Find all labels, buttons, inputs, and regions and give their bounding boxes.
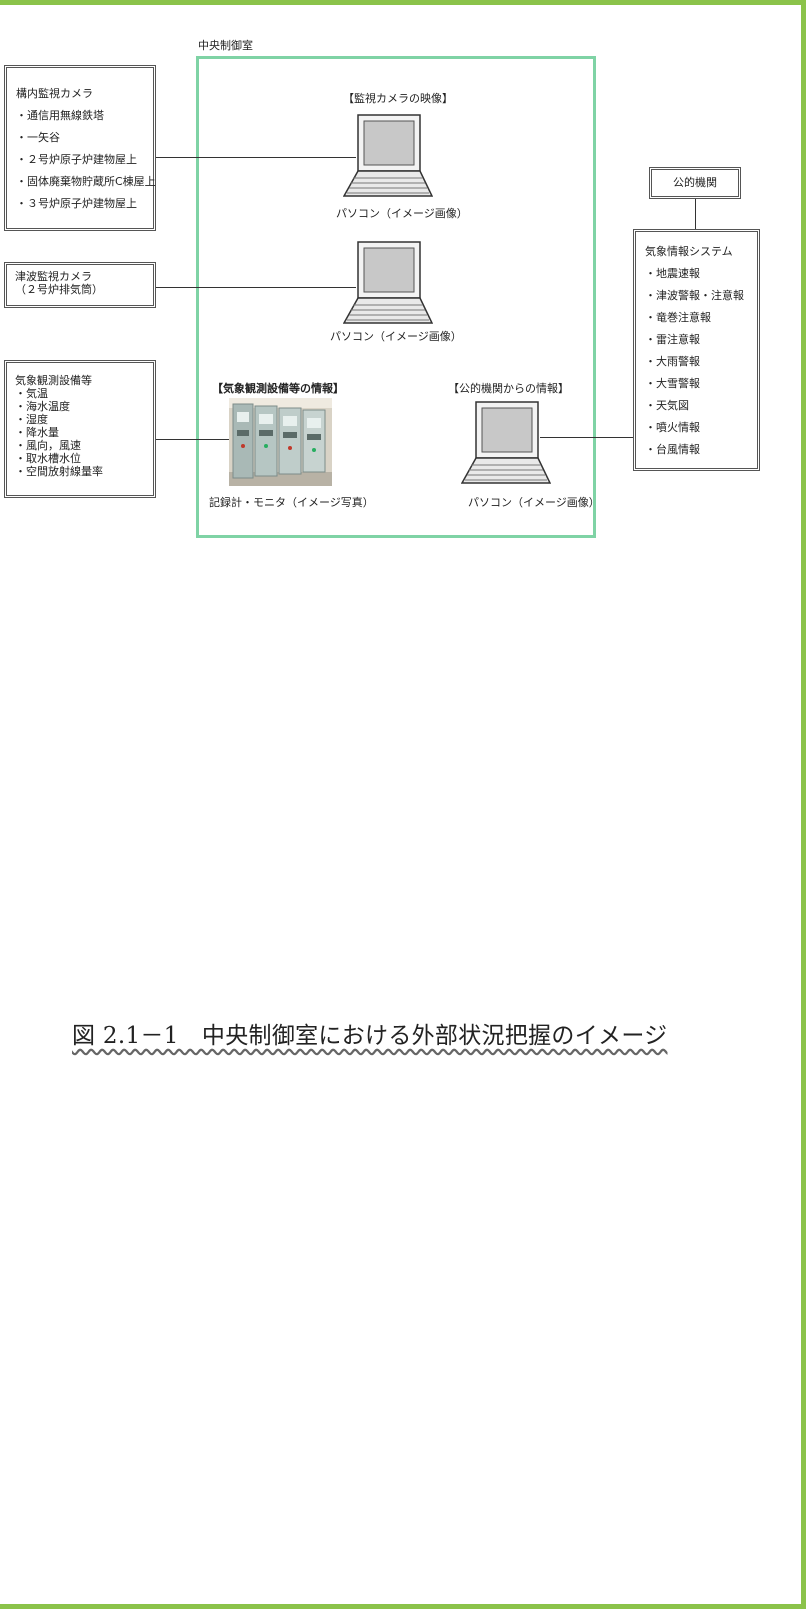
list-item: ・一矢谷 xyxy=(16,131,60,144)
tsunami-pc-label: パソコン（イメージ画像） xyxy=(330,330,462,343)
list-item: ・気温 xyxy=(15,387,48,400)
recorder-monitor-photo xyxy=(229,398,332,486)
list-item: ・大雪警報 xyxy=(645,377,700,390)
weather-system-box: 気象情報システム ・地震速報 ・津波警報・注意報 ・竜巻注意報 ・雷注意報 ・大… xyxy=(633,229,760,471)
weather-equipment-box: 気象観測設備等 ・気温 ・海水温度 ・湿度 ・降水量 ・風向，風速 ・取水槽水位… xyxy=(4,360,156,498)
list-item: ・降水量 xyxy=(15,426,59,439)
list-item: ・固体廃棄物貯蔵所C棟屋上 xyxy=(16,175,156,188)
list-item: ・大雨警報 xyxy=(645,355,700,368)
public-agency-box: 公的機関 xyxy=(649,167,741,199)
connector-tsunami-camera xyxy=(156,287,356,288)
control-room-boundary xyxy=(196,56,596,538)
list-item: ・取水槽水位 xyxy=(15,452,81,465)
onsite-camera-title: 構内監視カメラ xyxy=(16,87,93,100)
laptop-icon xyxy=(343,114,433,197)
weather-system-title: 気象情報システム xyxy=(645,245,733,258)
camera-heading: 【監視カメラの映像】 xyxy=(343,92,453,105)
camera-pc-label: パソコン（イメージ画像） xyxy=(336,207,468,220)
list-item: ・噴火情報 xyxy=(645,421,700,434)
connector-public-agency xyxy=(695,199,696,229)
list-item: ・天気図 xyxy=(645,399,689,412)
list-item: ・３号炉原子炉建物屋上 xyxy=(16,197,137,210)
weather-heading: 【気象観測設備等の情報】 xyxy=(212,382,344,395)
tsunami-camera-location: （２号炉排気筒） xyxy=(15,283,103,296)
list-item: ・地震速報 xyxy=(645,267,700,280)
list-item: ・台風情報 xyxy=(645,443,700,456)
weather-equipment-title: 気象観測設備等 xyxy=(15,374,92,387)
list-item: ・通信用無線鉄塔 xyxy=(16,109,104,122)
tsunami-camera-box: 津波監視カメラ （２号炉排気筒） xyxy=(4,262,156,308)
laptop-icon xyxy=(343,241,433,324)
connector-weather-equipment xyxy=(156,439,230,440)
laptop-icon xyxy=(461,401,551,484)
onsite-camera-box: 構内監視カメラ ・通信用無線鉄塔 ・一矢谷 ・２号炉原子炉建物屋上 ・固体廃棄物… xyxy=(4,65,156,231)
connector-weather-system xyxy=(540,437,633,438)
list-item: ・風向，風速 xyxy=(15,439,81,452)
connector-onsite-camera xyxy=(156,157,356,158)
tsunami-camera-title: 津波監視カメラ xyxy=(15,270,92,283)
list-item: ・２号炉原子炉建物屋上 xyxy=(16,153,137,166)
list-item: ・空間放射線量率 xyxy=(15,465,103,478)
weather-photo-label: 記録計・モニタ（イメージ写真） xyxy=(209,496,374,509)
figure-caption: 図 2.1－1 中央制御室における外部状況把握のイメージ xyxy=(72,1023,668,1049)
list-item: ・海水温度 xyxy=(15,400,70,413)
control-room-title: 中央制御室 xyxy=(198,39,253,52)
list-item: ・竜巻注意報 xyxy=(645,311,711,324)
list-item: ・湿度 xyxy=(15,413,48,426)
public-agency-title: 公的機関 xyxy=(673,176,717,189)
public-heading: 【公的機関からの情報】 xyxy=(448,382,569,395)
list-item: ・雷注意報 xyxy=(645,333,700,346)
list-item: ・津波警報・注意報 xyxy=(645,289,744,302)
public-pc-label: パソコン（イメージ画像） xyxy=(468,496,600,509)
